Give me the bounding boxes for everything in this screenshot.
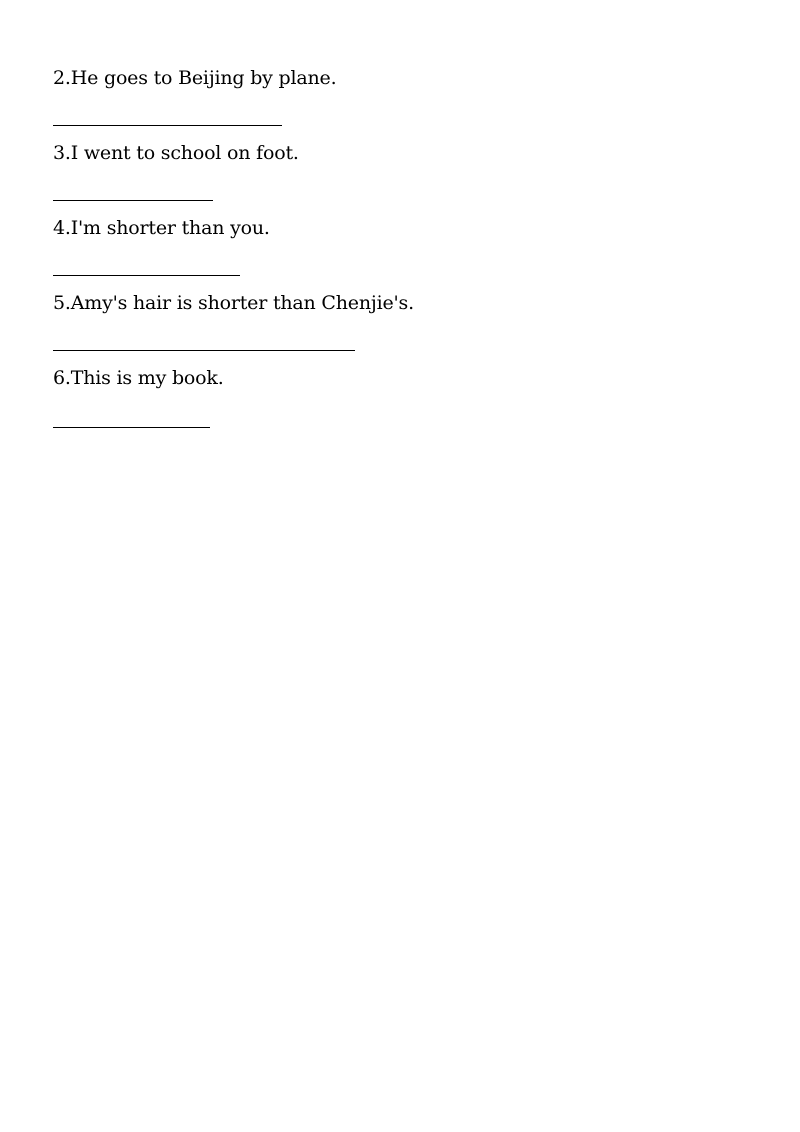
answer-blank-line	[53, 427, 210, 428]
question-6: 6.This is my book.	[53, 367, 224, 389]
answer-blank-line	[53, 200, 213, 201]
answer-blank-line	[53, 275, 240, 276]
question-5: 5.Amy's hair is shorter than Chenjie's.	[53, 292, 414, 314]
question-2: 2.He goes to Beijing by plane.	[53, 67, 337, 89]
answer-blank-line	[53, 125, 282, 126]
answer-blank-line	[53, 350, 355, 351]
question-3: 3.I went to school on foot.	[53, 142, 299, 164]
question-4: 4.I'm shorter than you.	[53, 217, 270, 239]
